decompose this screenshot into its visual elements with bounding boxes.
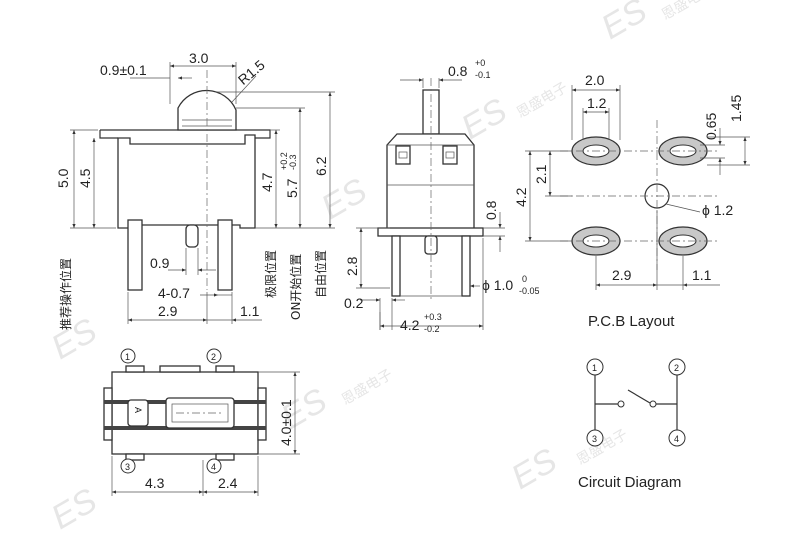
bottom-view: A 1 2 3 4 4.3 2.4 4.0±0.1: [103, 348, 300, 496]
pin-marker-4: [206, 458, 222, 474]
dim-w-0-2: 0.2: [344, 295, 364, 311]
pin-marker-1: [120, 348, 136, 364]
dim-pcb-w-2-0: 2.0: [585, 72, 605, 88]
dim-bottom-h-4-0: 4.0±0.1: [278, 399, 294, 446]
pin-front-right: [461, 235, 471, 297]
dim-top-width: 3.0: [189, 50, 209, 66]
pcb-layout: 2.0 1.2 0.65 1.45 4.2 2.1 ϕ 1.2 2.9 1.1 …: [513, 72, 750, 330]
label-limit-position: 极限位置: [263, 250, 278, 298]
dim-phi-tol-bot: -0.05: [519, 286, 540, 296]
pin-marker-1-label: 1: [125, 352, 130, 362]
switch-body-side: [117, 134, 256, 229]
dim-span-4-0-7: 4-0.7: [158, 285, 190, 301]
dim-h-6-2: 6.2: [313, 156, 329, 176]
dim-pcb-h-0-65: 0.65: [703, 113, 719, 140]
side-view: 3.0 0.9±0.1 R1.5 5.0 4.5 4.7 5.7 +0.2 -0…: [55, 50, 335, 330]
dim-h-5-7: 5.7: [284, 178, 300, 198]
pin-marker-2: [206, 348, 222, 364]
dim-h-5-0: 5.0: [55, 168, 71, 188]
dim-w-4-2-tol-bot: -0.2: [424, 324, 440, 334]
watermark-brand: ES: [505, 441, 564, 497]
dim-pcb-h-1-45: 1.45: [728, 95, 744, 122]
watermark-brand: ES: [595, 0, 654, 47]
watermark-brand: ES: [45, 481, 104, 537]
dim-pin-0-8: 0.8: [483, 200, 499, 220]
watermark-brand: ES: [315, 171, 374, 227]
dim-pcb-w-1-2: 1.2: [587, 95, 607, 111]
dim-radius: R1.5: [235, 56, 268, 87]
dim-plunger: 0.8: [448, 63, 468, 79]
polarity-marker: [127, 399, 149, 427]
circuit-pin-2-label: 2: [674, 363, 679, 373]
dim-h-5-7-tol-bot: -0.3: [288, 154, 298, 170]
pin-marker-4-label: 4: [211, 462, 216, 472]
locating-post: [185, 224, 199, 248]
pin-left: [127, 219, 143, 291]
circuit-pin-1-label: 1: [592, 363, 597, 373]
dim-bottom-w-4-3: 4.3: [145, 475, 165, 491]
dim-phi-1-0: ϕ 1.0: [482, 277, 513, 293]
label-push-position: 推荐操作位置: [58, 258, 73, 330]
dim-h-4-7: 4.7: [259, 172, 275, 192]
pin-marker-3-label: 3: [125, 462, 130, 472]
dim-pcb-w-2-9: 2.9: [612, 267, 632, 283]
watermark-cn: 恩盛电子: [514, 80, 570, 122]
label-on-position: ON开始位置: [288, 254, 303, 320]
pin-front-left: [391, 235, 401, 297]
base-flange: [377, 227, 484, 237]
dim-span-1-1: 1.1: [240, 303, 260, 319]
dim-w-4-2-tol-top: +0.3: [424, 312, 442, 322]
label-free-position: 自由位置: [313, 250, 328, 298]
window-right: [442, 145, 458, 165]
dim-pcb-h-4-2: 4.2: [513, 187, 529, 207]
dim-w-4-2: 4.2: [400, 317, 420, 333]
switch-contact: [627, 389, 651, 404]
pin-marker-3: [120, 458, 136, 474]
circuit-diagram: 1 2 3 4 Circuit Diagram: [578, 358, 686, 491]
dim-pin-0-9: 0.9: [150, 255, 170, 271]
dim-h-4-5: 4.5: [77, 168, 93, 188]
circuit-pin-3-label: 3: [592, 434, 597, 444]
dim-offset: 0.9±0.1: [100, 62, 147, 78]
dim-pcb-w-1-1: 1.1: [692, 267, 712, 283]
dim-plunger-tol-top: +0: [475, 58, 485, 68]
front-view: 0.8 +0 -0.1 0.8 2.8 0.2 ϕ 1.0 0 -0.05 4.…: [344, 58, 540, 334]
pcb-layout-title: P.C.B Layout: [588, 313, 675, 330]
dim-plunger-tol-bot: -0.1: [475, 70, 491, 80]
circuit-diagram-title: Circuit Diagram: [578, 474, 681, 491]
dim-h-2-8: 2.8: [344, 256, 360, 276]
dim-span-2-9: 2.9: [158, 303, 178, 319]
dim-pcb-h-2-1: 2.1: [533, 164, 549, 184]
pin-marker-2-label: 2: [211, 352, 216, 362]
watermark-cn: 恩盛电子: [574, 427, 630, 469]
pin-right: [217, 219, 233, 291]
circuit-pin-4-label: 4: [674, 434, 679, 444]
watermark-cn: 恩盛电子: [339, 367, 395, 409]
polarity-marker-label: A: [133, 407, 143, 413]
dim-pcb-phi-1-2: ϕ 1.2: [702, 202, 733, 218]
watermark-cn: 恩盛电子: [659, 0, 715, 23]
dim-bottom-w-2-4: 2.4: [218, 475, 238, 491]
dim-h-5-7-tol-top: +0.2: [279, 152, 289, 170]
dim-phi-tol-top: 0: [522, 274, 527, 284]
watermark-brand: ES: [45, 311, 104, 367]
window-left: [395, 145, 411, 165]
